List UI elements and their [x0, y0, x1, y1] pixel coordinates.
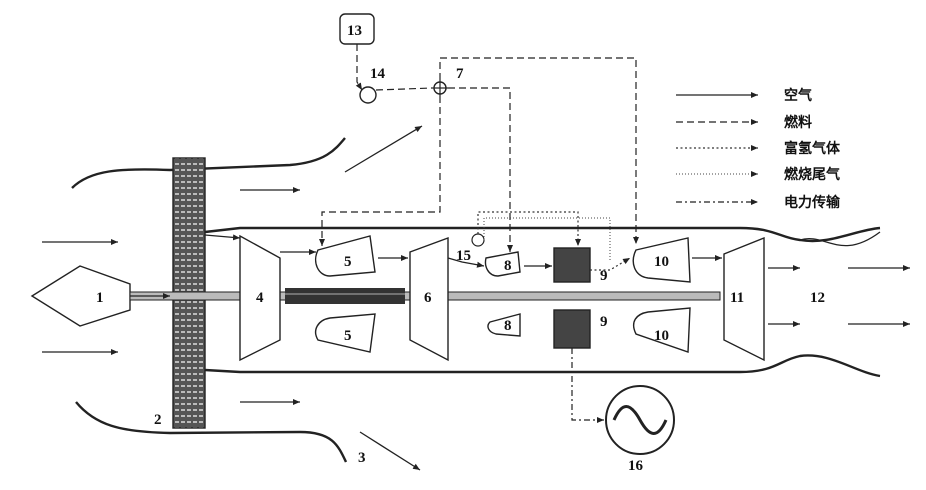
- label-5a: 5: [344, 254, 352, 270]
- fuel-cell-9-lower: [554, 310, 590, 348]
- label-9b: 9: [600, 314, 608, 330]
- core-casing: [205, 228, 880, 241]
- core-casing-lower: [205, 355, 880, 376]
- label-11: 11: [730, 290, 744, 306]
- inlet-upper-lip: [72, 138, 345, 188]
- label-7: 7: [456, 66, 464, 82]
- spinner-1: [32, 266, 130, 326]
- power-line: [572, 348, 604, 420]
- fuel-line-14-7: [376, 88, 432, 90]
- label-5b: 5: [344, 328, 352, 344]
- fuel-line-7-to-10: [440, 58, 636, 244]
- label-8a: 8: [504, 258, 512, 274]
- label-8b: 8: [504, 318, 512, 334]
- label-9a: 9: [600, 268, 608, 284]
- label-3: 3: [358, 450, 366, 466]
- legend-fuel: 燃料: [784, 114, 812, 131]
- legend-air: 空气: [784, 87, 812, 104]
- label-2: 2: [154, 412, 162, 428]
- air-arrow-diag-top: [345, 126, 422, 172]
- label-14: 14: [370, 66, 386, 82]
- pump-14: [360, 87, 376, 103]
- air-arrow-core-in: [205, 235, 240, 238]
- label-10a: 10: [654, 254, 669, 270]
- shaft-segment-dark: [285, 288, 405, 304]
- exhaust-wave-top: [800, 232, 880, 246]
- unit-8-upper: [486, 252, 521, 276]
- fuel-cell-9-upper: [554, 248, 590, 282]
- valve-15: [472, 234, 484, 246]
- air-arrow-diag-bottom: [360, 432, 420, 470]
- fuel-line-7-to-5: [322, 96, 440, 246]
- label-1: 1: [96, 290, 104, 306]
- legend-combustion-exhaust: 燃烧尾气: [784, 166, 840, 183]
- label-16: 16: [628, 458, 644, 474]
- label-10b: 10: [654, 328, 669, 344]
- inlet-lower-lip: [76, 402, 346, 462]
- label-13: 13: [347, 23, 362, 39]
- label-6: 6: [424, 290, 432, 306]
- legend-power-transmission: 电力传输: [784, 194, 841, 211]
- label-12: 12: [810, 290, 825, 306]
- label-4: 4: [256, 290, 264, 306]
- legend-hydrogen-gas: 富氢气体: [784, 140, 841, 157]
- fuel-line-13-14: [357, 44, 362, 90]
- label-15: 15: [456, 248, 471, 264]
